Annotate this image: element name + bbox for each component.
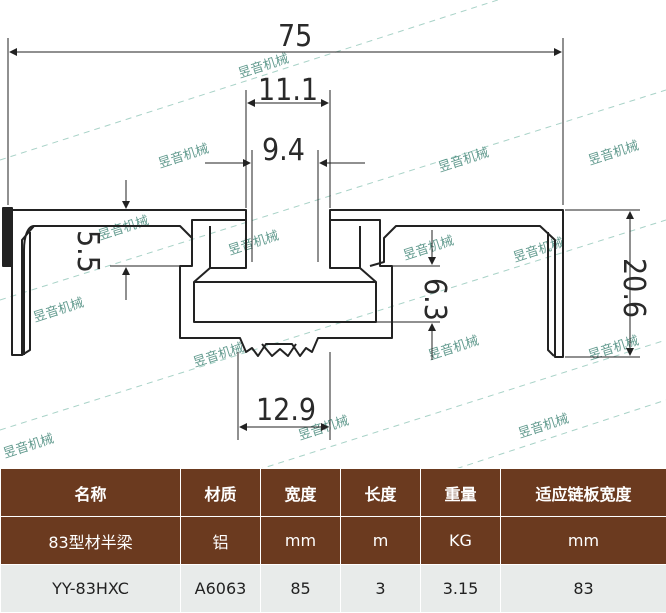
dim-overall-height: 20.6 bbox=[616, 258, 651, 318]
dim-overall-width: 75 bbox=[278, 19, 312, 54]
dim-flange-height: 5.5 bbox=[70, 230, 105, 273]
dim-channel-height: 6.3 bbox=[417, 278, 452, 321]
unit-material: 铝 bbox=[181, 517, 261, 565]
value-name: YY-83HXC bbox=[1, 565, 181, 613]
watermark-text: 昱音机械 bbox=[1, 431, 55, 462]
watermark-text: 昱音机械 bbox=[156, 141, 210, 172]
unit-name: 83型材半梁 bbox=[1, 517, 181, 565]
value-material: A6063 bbox=[181, 565, 261, 613]
value-weight: 3.15 bbox=[421, 565, 501, 613]
watermark-text: 昱音机械 bbox=[511, 235, 565, 266]
header-weight: 重量 bbox=[421, 469, 501, 517]
unit-length: m bbox=[341, 517, 421, 565]
unit-chain-width: mm bbox=[501, 517, 666, 565]
dim-bottom-width: 12.9 bbox=[256, 393, 316, 428]
header-length: 长度 bbox=[341, 469, 421, 517]
header-name: 名称 bbox=[1, 469, 181, 517]
spec-table: 名称 材质 宽度 长度 重量 适应链板宽度 83型材半梁 铝 mm m KG m… bbox=[0, 468, 666, 613]
header-chain-width: 适应链板宽度 bbox=[501, 469, 666, 517]
header-width: 宽度 bbox=[261, 469, 341, 517]
unit-weight: KG bbox=[421, 517, 501, 565]
watermark-text: 昱音机械 bbox=[426, 333, 480, 364]
watermark-text: 昱音机械 bbox=[436, 145, 490, 176]
value-length: 3 bbox=[341, 565, 421, 613]
value-chain-width: 83 bbox=[501, 565, 666, 613]
header-material: 材质 bbox=[181, 469, 261, 517]
watermark-text: 昱音机械 bbox=[586, 138, 640, 169]
value-width: 85 bbox=[261, 565, 341, 613]
table-unit-row: 83型材半梁 铝 mm m KG mm bbox=[1, 517, 666, 565]
watermark-text: 昱音机械 bbox=[31, 295, 85, 326]
profile-drawing: 昱音机械 昱音机械 昱音机械 昱音机械 昱音机械 昱音机械 昱音机械 昱音机械 … bbox=[0, 0, 666, 468]
watermark-text: 昱音机械 bbox=[516, 411, 570, 442]
dim-slot-inner-width: 9.4 bbox=[262, 133, 305, 168]
watermark-text: 昱音机械 bbox=[401, 233, 455, 264]
table-value-row: YY-83HXC A6063 85 3 3.15 83 bbox=[1, 565, 666, 613]
dim-slot-top-width: 11.1 bbox=[258, 73, 318, 108]
watermark-text: 昱音机械 bbox=[586, 333, 640, 364]
unit-width: mm bbox=[261, 517, 341, 565]
watermark-text: 昱音机械 bbox=[226, 228, 280, 259]
table-header-row: 名称 材质 宽度 长度 重量 适应链板宽度 bbox=[1, 469, 666, 517]
